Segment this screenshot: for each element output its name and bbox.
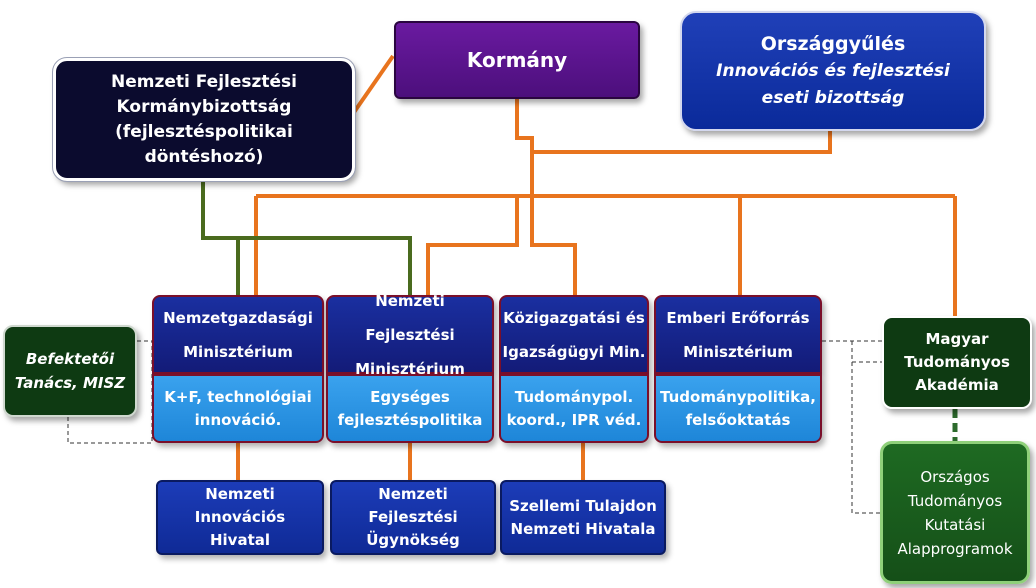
agency-nfu-box: Nemzeti Fejlesztési Ügynökség <box>330 480 496 555</box>
otka-line-1: Országos <box>920 467 990 486</box>
ministry-nfm-focus-box: Egységes fejlesztéspolitika <box>326 374 494 443</box>
ministry-emmi-name-1: Emberi Erőforrás <box>666 308 810 327</box>
mta-line-1: Magyar <box>925 330 989 348</box>
connector-emmi-otka <box>851 341 882 363</box>
ministry-nfm-name-box: Nemzeti Fejlesztési Minisztérium <box>326 292 494 378</box>
ministry-ngm-focus-box: K+F, technológiai innováció. <box>152 374 324 443</box>
connector-to-nfm <box>426 196 519 295</box>
ministry-emmi-name-box: Emberi Erőforrás Minisztérium <box>654 295 822 374</box>
otka-line-3: Kutatási <box>924 515 986 534</box>
befekteto-line-2: Tanács, MISZ <box>14 374 126 392</box>
befekteto-box: Befektetői Tanács, MISZ <box>3 325 137 417</box>
connector-kormany-bus <box>515 99 534 196</box>
ministry-emmi-focus-1: Tudománypolitika, <box>660 387 816 406</box>
orszaggyules-subtitle-1: Innovációs és fejlesztési <box>716 60 950 81</box>
otka-line-2: Tudományos <box>907 491 1003 510</box>
ministry-kim-focus-2: koord., IPR véd. <box>506 410 642 429</box>
ministry-emmi-focus-2: felsőoktatás <box>685 410 791 429</box>
ministry-nfm-name-1: Nemzeti Fejlesztési <box>365 291 455 344</box>
mta-line-3: Akadémia <box>915 376 999 394</box>
agency-sztnh-line-2: Nemzeti Hivatala <box>510 519 656 538</box>
nfk-line-2: Kormánybizottság <box>116 96 292 117</box>
ministry-ngm-focus-1: K+F, technológiai <box>164 387 312 406</box>
ministry-nfm-focus-2: fejlesztéspolitika <box>337 410 483 429</box>
agency-nih-box: Nemzeti Innovációs Hivatal <box>156 480 324 555</box>
ministry-emmi-name-2: Minisztérium <box>683 342 793 361</box>
agency-nfu-line-2: Ügynökség <box>366 531 460 549</box>
orszaggyules-subtitle-2: eseti bizottság <box>761 87 905 108</box>
connector-orszaggyules-bus <box>532 131 832 154</box>
orszaggyules-box: Országgyűlés Innovációs és fejlesztési e… <box>680 11 986 131</box>
otka-line-4: Alapprogramok <box>897 539 1013 558</box>
agency-nfu-line-1: Nemzeti Fejlesztési <box>368 485 458 526</box>
ministry-kim-name-1: Közigazgatási és <box>503 308 645 327</box>
ministry-ngm-name-1: Nemzetgazdasági <box>163 308 313 327</box>
connector-nfk-kormany <box>348 54 395 120</box>
ministry-ngm-name-box: Nemzetgazdasági Minisztérium <box>152 295 324 374</box>
ministry-nfm-name-2: Minisztérium <box>355 359 465 378</box>
ministry-kim-name-box: Közigazgatási és Igazságügyi Min. <box>499 295 649 374</box>
otka-box: Országos Tudományos Kutatási Alapprogram… <box>880 441 1030 584</box>
agency-sztnh-line-1: Szellemi Tulajdon <box>509 496 657 515</box>
befekteto-line-1: Befektetői <box>25 350 115 368</box>
agency-sztnh-box: Szellemi Tulajdon Nemzeti Hivatala <box>500 480 666 555</box>
kormany-label: Kormány <box>466 48 568 72</box>
mta-box: Magyar Tudományos Akadémia <box>882 316 1032 409</box>
ministry-emmi-focus-box: Tudománypolitika, felsőoktatás <box>654 374 822 443</box>
ministry-nfm-focus-1: Egységes <box>370 387 450 406</box>
ministry-kim-focus-1: Tudománypol. <box>514 387 634 406</box>
ministry-ngm-name-2: Minisztérium <box>183 342 293 361</box>
orszaggyules-title: Országgyűlés <box>760 32 906 55</box>
nfk-box: Nemzeti Fejlesztési Kormánybizottság (fe… <box>52 57 356 182</box>
ministry-kim-focus-box: Tudománypol. koord., IPR véd. <box>499 374 649 443</box>
connector-to-otka <box>851 362 880 514</box>
agency-nih-line-1: Nemzeti Innovációs <box>194 485 286 526</box>
connector-nfk-nfm <box>238 236 412 295</box>
kormany-box: Kormány <box>394 21 640 99</box>
connector-to-kim <box>530 196 577 295</box>
nfk-line-1: Nemzeti Fejlesztési <box>110 71 298 92</box>
connector-nfk-ngm <box>201 181 240 295</box>
ministry-ngm-focus-2: innováció. <box>194 410 282 429</box>
mta-line-2: Tudományos <box>904 353 1010 371</box>
agency-nih-line-2: Hivatal <box>209 531 271 549</box>
ministry-kim-name-2: Igazságügyi Min. <box>502 342 646 361</box>
nfk-line-3: (fejlesztéspolitikai döntéshozó) <box>115 121 293 167</box>
